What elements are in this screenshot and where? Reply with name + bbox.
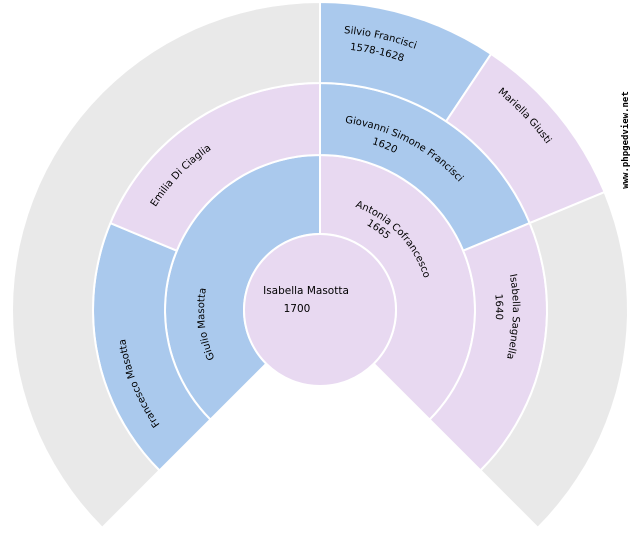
watermark: www.phpgedview.net <box>621 91 631 189</box>
center-person-date: 1700 <box>284 303 311 315</box>
fan-segment-empty <box>479 191 629 529</box>
segment-label-text: 1640 <box>492 293 504 320</box>
segment-label-date: 1640 <box>492 293 504 320</box>
center-person-name: Isabella Masotta <box>263 285 349 297</box>
fan-segments <box>11 1 629 529</box>
center-person-disc[interactable] <box>243 233 397 387</box>
